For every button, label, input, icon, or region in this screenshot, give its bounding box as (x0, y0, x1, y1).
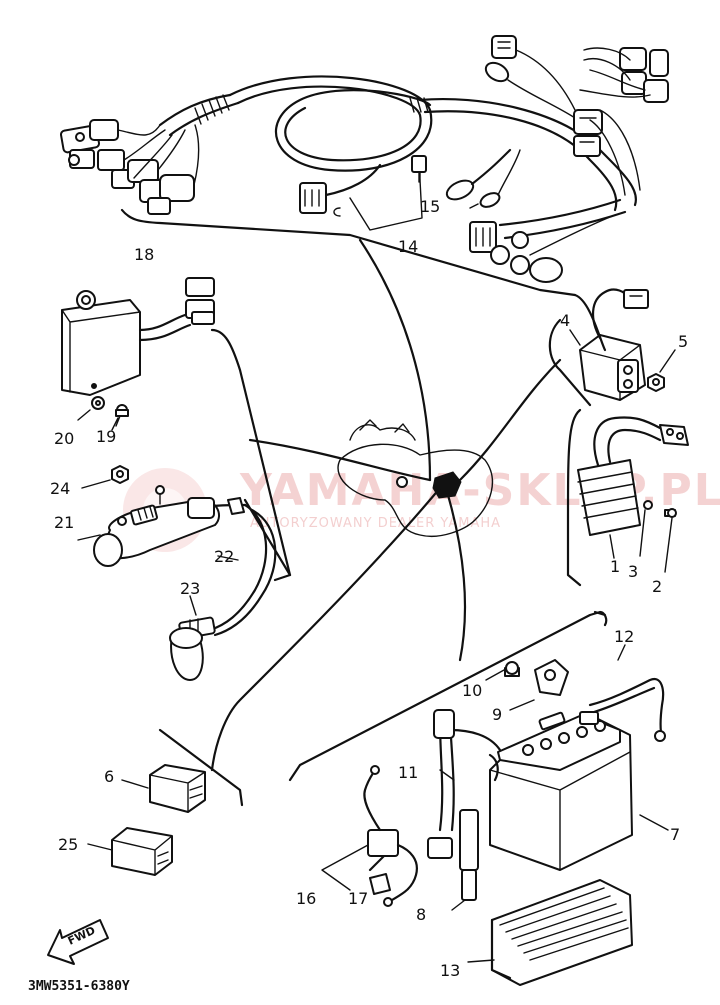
callout-18: 18 (134, 245, 154, 264)
watermark-brand: YAMAHA-SKLEP.PL (239, 465, 720, 516)
callout-1: 1 (610, 557, 620, 576)
callout-10: 10 (462, 681, 482, 700)
callout-9: 9 (492, 705, 502, 724)
part-code: 3MW5351-6380Y (28, 979, 130, 994)
callout-21: 21 (54, 513, 74, 532)
callout-3: 3 (628, 562, 638, 581)
callout-15: 15 (420, 197, 440, 216)
callout-5: 5 (678, 332, 688, 351)
rectifier-regulator (566, 408, 689, 587)
callout-8: 8 (416, 905, 426, 924)
relay-6-and-25 (87, 728, 244, 876)
callout-13: 13 (440, 961, 460, 980)
ecu-unit (61, 277, 292, 577)
callout-25: 25 (58, 835, 78, 854)
center-clamp (337, 419, 494, 537)
wire-harness (59, 35, 669, 297)
callout-14: 14 (398, 237, 418, 256)
callout-23: 23 (180, 579, 200, 598)
harness-wires (210, 238, 562, 772)
fwd-arrow: FWD (47, 919, 109, 965)
callout-16: 16 (296, 889, 316, 908)
callout-6: 6 (104, 767, 114, 786)
callout-11: 11 (398, 763, 418, 782)
callout-12: 12 (614, 627, 634, 646)
battery-assembly (288, 293, 669, 986)
callout-4: 4 (560, 311, 570, 330)
callout-7: 7 (670, 825, 680, 844)
relay-4 (548, 288, 676, 407)
callout-labels: 1 2 3 4 5 6 7 8 9 10 11 12 13 14 15 16 1… (50, 197, 688, 980)
watermark-subline: AUTORYZOWANY DEALER YAMAHA (250, 516, 501, 531)
callout-19: 19 (96, 427, 116, 446)
callout-17: 17 (348, 889, 368, 908)
callout-24: 24 (50, 479, 70, 498)
starter-relay-assembly (78, 426, 292, 681)
callout-2: 2 (652, 577, 662, 596)
callout-20: 20 (54, 429, 74, 448)
callout-22: 22 (214, 547, 234, 566)
